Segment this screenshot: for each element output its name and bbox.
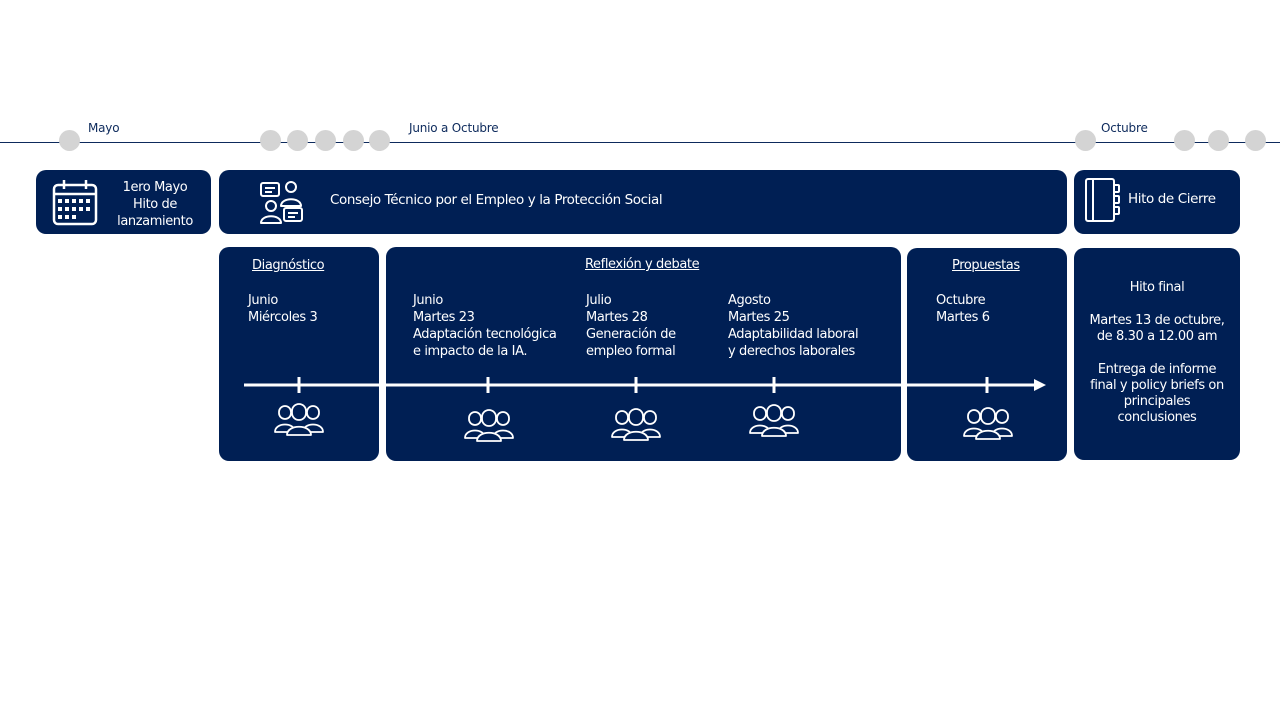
session-topic: Generación de [586, 327, 676, 342]
diagnostico-month: Junio [248, 293, 278, 308]
group-icon [611, 408, 661, 441]
launch-box: 1ero Mayo Hito de lanzamiento [36, 170, 211, 234]
final-desc1: Entrega de informe [1097, 362, 1217, 377]
session-month: Agosto [728, 293, 771, 308]
group-icon [274, 403, 324, 436]
final-date1: Martes 13 de octubre, [1089, 313, 1225, 328]
final-desc4: conclusiones [1117, 410, 1197, 425]
launch-line1: 1ero Mayo [122, 180, 188, 195]
timeline-dot [287, 130, 308, 151]
timeline-dot [1075, 130, 1096, 151]
label-octubre: Octubre [1101, 121, 1148, 135]
timeline-dot [369, 130, 390, 151]
session-topic: e impacto de la IA. [413, 344, 528, 359]
propuestas-title: Propuestas [952, 258, 1020, 273]
timeline-dot [1245, 130, 1266, 151]
timeline-dot [315, 130, 336, 151]
final-desc3: principales [1123, 394, 1191, 409]
launch-line3: lanzamiento [117, 214, 193, 229]
session-topic: y derechos laborales [728, 344, 855, 359]
reflexion-box: Reflexión y debate Junio Martes 23 Adapt… [386, 247, 901, 461]
timeline-dot [1208, 130, 1229, 151]
phase-timeline-arrow [244, 377, 1046, 393]
session-julio: Julio Martes 28 Generación de empleo for… [586, 292, 676, 360]
diagnostico-date: Miércoles 3 [248, 310, 318, 325]
session-month: Julio [586, 293, 612, 308]
final-desc2: final y policy briefs on [1090, 378, 1224, 393]
label-mayo: Mayo [88, 121, 120, 135]
propuestas-month: Octubre [936, 293, 986, 308]
group-icon [464, 409, 514, 442]
session-topic: Adaptación tecnológica [413, 327, 557, 342]
people-chat-icon [260, 181, 303, 224]
notebook-icon [1085, 178, 1120, 222]
group-icon [963, 407, 1013, 440]
launch-line2: Hito de [132, 197, 178, 212]
diagnostico-title: Diagnóstico [252, 258, 325, 273]
reflexion-title: Reflexión y debate [585, 257, 700, 272]
label-junio-octubre: Junio a Octubre [409, 121, 499, 135]
closing-box: Hito de Cierre [1074, 170, 1240, 234]
session-topic: Adaptabilidad laboral [728, 327, 859, 342]
final-title: Hito final [1129, 280, 1185, 295]
session-date: Martes 23 [413, 310, 475, 325]
timeline-dot [1174, 130, 1195, 151]
session-date: Martes 25 [728, 310, 790, 325]
timeline-dot [343, 130, 364, 151]
session-topic: empleo formal [586, 344, 676, 359]
session-date: Martes 28 [586, 310, 648, 325]
closing-title: Hito de Cierre [1128, 191, 1216, 207]
session-junio: Junio Martes 23 Adaptación tecnológica e… [413, 292, 557, 360]
council-box: Consejo Técnico por el Empleo y la Prote… [219, 170, 1067, 234]
diagnostico-box: Diagnóstico Junio Miércoles 3 [219, 247, 379, 461]
top-timeline-line [0, 142, 1280, 143]
calendar-icon [52, 180, 98, 226]
propuestas-date: Martes 6 [936, 310, 990, 325]
group-icon [749, 404, 799, 437]
final-box: Hito final Martes 13 de octubre, de 8.30… [1074, 248, 1240, 460]
council-title: Consejo Técnico por el Empleo y la Prote… [330, 192, 663, 208]
propuestas-box: Propuestas Octubre Martes 6 [907, 248, 1067, 461]
timeline-dot [260, 130, 281, 151]
session-month: Junio [413, 293, 443, 308]
timeline-dot [59, 130, 80, 151]
final-date2: de 8.30 a 12.00 am [1096, 329, 1218, 344]
session-agosto: Agosto Martes 25 Adaptabilidad laboral y… [728, 292, 859, 360]
